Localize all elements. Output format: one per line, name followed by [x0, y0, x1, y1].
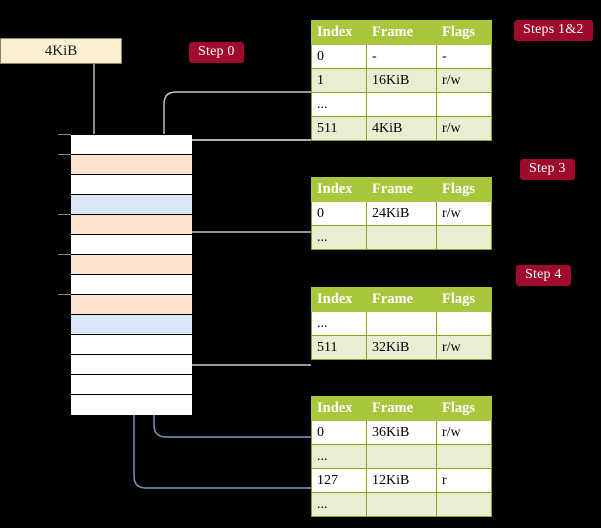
cell-flags — [436, 444, 492, 469]
memory-row — [71, 395, 192, 415]
memory-row-tick — [58, 154, 71, 155]
cell-index: ... — [311, 311, 367, 336]
memory-row — [71, 295, 192, 315]
table-row: ... — [311, 225, 492, 250]
cell-frame — [366, 92, 437, 117]
cell-flags — [436, 225, 492, 250]
cell-index: 511 — [311, 335, 367, 360]
column-header-flags: Flags — [436, 177, 492, 202]
memory-row — [71, 335, 192, 355]
column-header-flags: Flags — [436, 396, 492, 421]
cell-frame: 24KiB — [366, 201, 437, 226]
memory-row-tick — [58, 294, 71, 295]
column-header-index: Index — [311, 396, 367, 421]
cell-frame: 16KiB — [366, 68, 437, 93]
column-header-index: Index — [311, 177, 367, 202]
column-header-index: Index — [311, 287, 367, 312]
page-box-4kib: 4KiB — [0, 38, 122, 64]
cell-flags — [436, 311, 492, 336]
cell-frame: 32KiB — [366, 335, 437, 360]
column-header-frame: Frame — [366, 177, 437, 202]
memory-row — [71, 195, 192, 215]
memory-row-tick — [58, 254, 71, 255]
table-row: 0-- — [311, 44, 492, 69]
badge-step-4: Step 4 — [516, 265, 571, 286]
cell-index: ... — [311, 444, 367, 469]
table-header-row: Index Frame Flags — [311, 287, 492, 312]
memory-row — [71, 235, 192, 255]
cell-flags: - — [436, 44, 492, 69]
cell-frame: 4KiB — [366, 116, 437, 141]
column-header-frame: Frame — [366, 287, 437, 312]
cell-flags: r/w — [436, 420, 492, 445]
cell-index: 0 — [311, 44, 367, 69]
cell-frame — [366, 444, 437, 469]
table-header-row: Index Frame Flags — [311, 177, 492, 202]
badge-step-0: Step 0 — [189, 42, 244, 63]
badge-step-3: Step 3 — [520, 159, 575, 180]
memory-row — [71, 175, 192, 195]
cell-index: ... — [311, 92, 367, 117]
cell-index: 511 — [311, 116, 367, 141]
memory-row — [71, 155, 192, 175]
cell-frame — [366, 225, 437, 250]
table-row: ... — [311, 311, 492, 336]
table-row: ... — [311, 444, 492, 469]
column-header-frame: Frame — [366, 396, 437, 421]
memory-row — [71, 135, 192, 155]
cell-frame: 36KiB — [366, 420, 437, 445]
table-row: ... — [311, 492, 492, 517]
cell-index: ... — [311, 492, 367, 517]
column-header-flags: Flags — [436, 20, 492, 45]
table-header-row: Index Frame Flags — [311, 396, 492, 421]
cell-index: 0 — [311, 201, 367, 226]
memory-row — [71, 255, 192, 275]
table-row: ... — [311, 92, 492, 117]
cell-frame: - — [366, 44, 437, 69]
cell-frame: 12KiB — [366, 468, 437, 493]
cell-flags: r/w — [436, 68, 492, 93]
memory-row — [71, 275, 192, 295]
cell-index: 1 — [311, 68, 367, 93]
badge-steps-1-2: Steps 1&2 — [514, 20, 593, 41]
cell-index: ... — [311, 225, 367, 250]
column-header-flags: Flags — [436, 287, 492, 312]
memory-column — [70, 134, 192, 415]
memory-row — [71, 315, 192, 335]
cell-flags — [436, 492, 492, 517]
cell-frame — [366, 492, 437, 517]
cell-flags: r — [436, 468, 492, 493]
cell-flags: r/w — [436, 201, 492, 226]
memory-row — [71, 375, 192, 395]
memory-row-tick — [58, 214, 71, 215]
page-box-label: 4KiB — [44, 42, 78, 59]
cell-flags: r/w — [436, 116, 492, 141]
memory-row — [71, 355, 192, 375]
memory-row — [71, 215, 192, 235]
memory-row-tick — [58, 134, 71, 135]
column-header-frame: Frame — [366, 20, 437, 45]
cell-index: 127 — [311, 468, 367, 493]
column-header-index: Index — [311, 20, 367, 45]
table-header-row: Index Frame Flags — [311, 20, 492, 45]
cell-index: 0 — [311, 420, 367, 445]
cell-flags: r/w — [436, 335, 492, 360]
cell-frame — [366, 311, 437, 336]
cell-flags — [436, 92, 492, 117]
